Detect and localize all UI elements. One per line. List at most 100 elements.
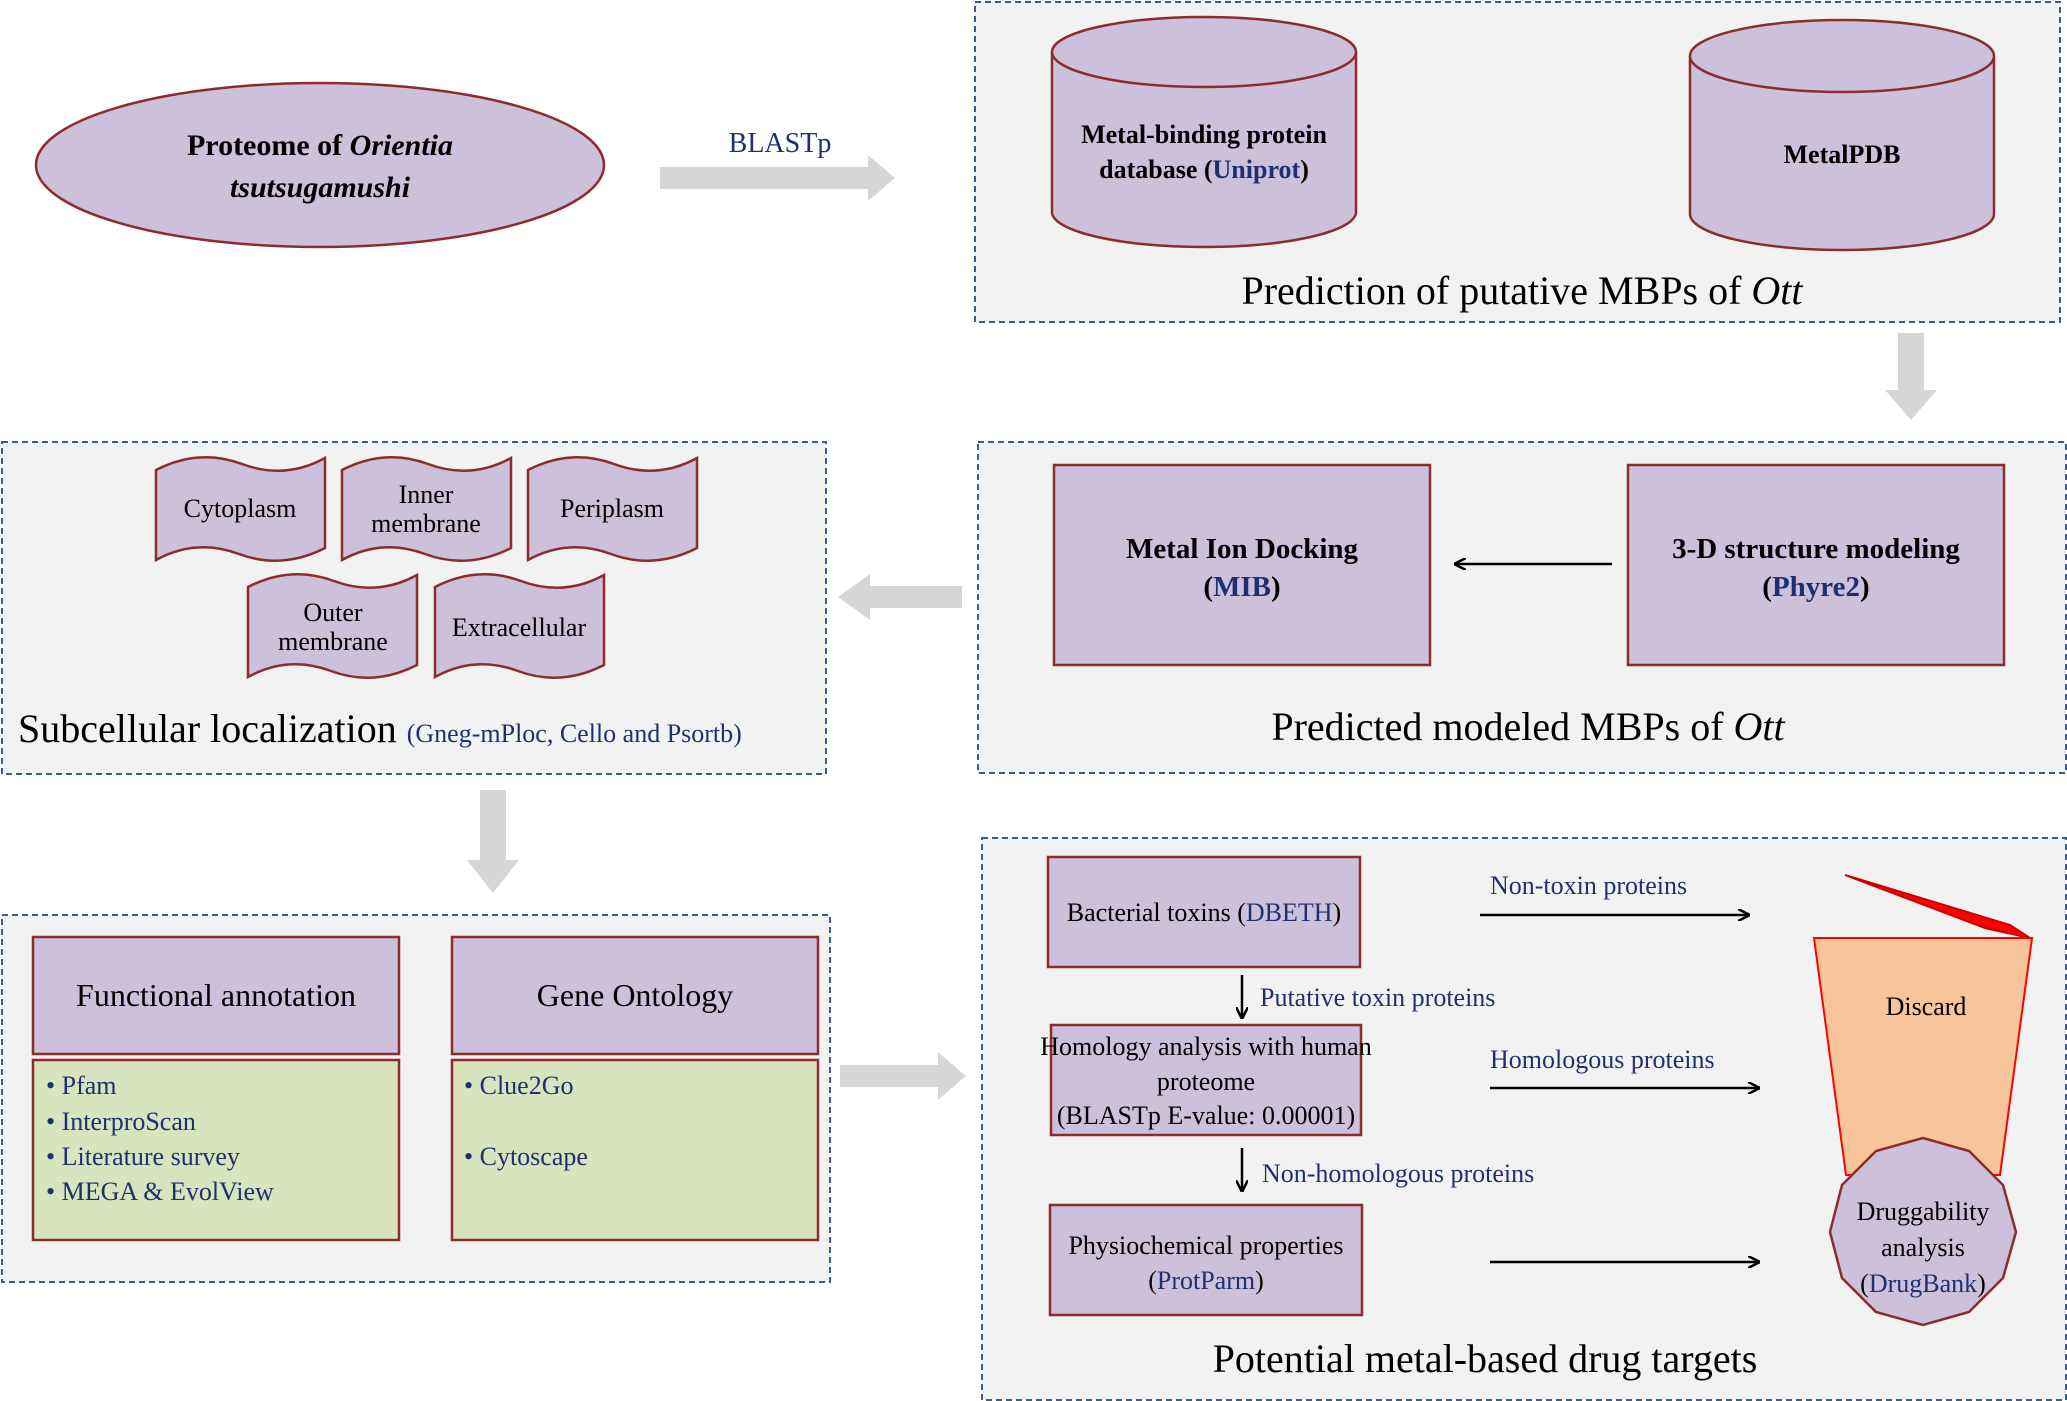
gray-arrow-right-2-icon (840, 1052, 966, 1100)
database-cylinder-metalpdb: MetalPDB (1688, 18, 1996, 252)
modeling-caption-italic: Ott (1734, 704, 1786, 749)
database-cylinder-uniprot: Metal-binding protein database (Uniprot) (1050, 15, 1358, 249)
db1-line2-prefix: database ( (1099, 155, 1212, 184)
docking-paren-close: ) (1271, 571, 1281, 603)
functional-tool-3: • Literature survey (46, 1142, 240, 1171)
discard-bin: Discard (1812, 874, 2034, 1176)
svg-text:database (Uniprot): database (Uniprot) (1099, 155, 1309, 184)
location-outer-label-2: membrane (278, 627, 388, 656)
location-inner-membrane (340, 455, 513, 563)
discard-label: Discard (1886, 992, 1967, 1021)
targets-caption: Potential metal-based drug targets (1213, 1336, 1758, 1381)
proteome-italic-2: tsutsugamushi (230, 171, 411, 204)
physio-paren-close: ) (1255, 1266, 1264, 1295)
svg-text:(Phyre2): (Phyre2) (1762, 571, 1869, 603)
gray-arrow-down-left-icon (467, 790, 519, 893)
annotation-panel: Functional annotation • Pfam • InterproS… (1, 914, 831, 1283)
db1-line2-suffix: ) (1300, 155, 1309, 184)
go-tool-1: • Clue2Go (464, 1071, 574, 1100)
homology-box: Homology analysis with human proteome (B… (1040, 1023, 1372, 1137)
location-inner-label-2: membrane (371, 509, 481, 538)
targets-panel: Bacterial toxins (DBETH) Non-toxin prote… (981, 837, 2067, 1401)
docking-tool: MIB (1213, 571, 1271, 603)
svg-text:Prediction of putative MBPs of: Prediction of putative MBPs of Ott (1241, 268, 1803, 313)
druggability-node: Druggability analysis (DrugBank) (1828, 1136, 2018, 1327)
homology-line1: Homology analysis with human (1040, 1032, 1371, 1061)
structure-paren-open: ( (1762, 571, 1772, 603)
localization-caption: Subcellular localization (18, 706, 397, 751)
svg-text:Subcellular localization(Gneg-: Subcellular localization (Gneg-mPloc, Cel… (18, 706, 742, 751)
prediction-caption-italic: Ott (1751, 268, 1803, 313)
location-outer-membrane (246, 572, 419, 680)
location-periplasm-label: Periplasm (560, 494, 664, 523)
docking-title: Metal Ion Docking (1126, 533, 1359, 565)
location-inner-label: Inner (399, 480, 454, 509)
toxins-tool: DBETH (1246, 898, 1333, 927)
homologous-label: Homologous proteins (1490, 1045, 1715, 1074)
svg-text:(ProtParm): (ProtParm) (1148, 1266, 1264, 1295)
proteome-italic-1: Orientia (350, 129, 453, 162)
location-outer-label: Outer (303, 598, 363, 627)
go-tool-2: • Cytoscape (464, 1142, 588, 1171)
drug-paren-close: ) (1977, 1269, 1986, 1298)
toxins-box: Bacterial toxins (DBETH) (1046, 855, 1362, 969)
location-extracellular (433, 572, 606, 680)
non-homologous-label: Non-homologous proteins (1262, 1159, 1534, 1188)
putative-toxin-label: Putative toxin proteins (1260, 983, 1495, 1012)
drug-tool: DrugBank (1869, 1269, 1977, 1298)
db1-line1: Metal-binding protein (1081, 120, 1327, 149)
svg-text:Proteome of Orientia: Proteome of Orientia (187, 129, 453, 162)
physio-line1: Physiochemical properties (1068, 1231, 1343, 1260)
blast-label: BLASTp (729, 128, 832, 159)
toxins-suffix: ) (1333, 898, 1342, 927)
proteome-node: Proteome of Orientia tsutsugamushi (34, 81, 606, 249)
modeling-caption: Predicted modeled MBPs of (1271, 704, 1733, 749)
gray-arrow-left-icon (838, 574, 962, 620)
blast-arrow: BLASTp (660, 128, 895, 201)
go-title: Gene Ontology (537, 977, 733, 1013)
bin-body-icon (1812, 937, 2034, 1176)
homology-line2: proteome (1157, 1067, 1255, 1096)
location-cytoplasm (154, 455, 327, 563)
homology-line3: (BLASTp E-value: 0.00001) (1057, 1101, 1355, 1130)
svg-text:(MIB): (MIB) (1203, 571, 1280, 603)
db2-label: MetalPDB (1784, 140, 1901, 169)
functional-tool-1: • Pfam (46, 1071, 117, 1100)
structure-tool: Phyre2 (1772, 571, 1860, 603)
physio-paren-open: ( (1148, 1266, 1157, 1295)
functional-title: Functional annotation (76, 977, 356, 1013)
drug-line1: Druggability (1857, 1197, 1990, 1226)
location-cytoplasm-label: Cytoplasm (184, 494, 297, 523)
physiochemical-box: Physiochemical properties (ProtParm) (1048, 1203, 1364, 1317)
svg-text:Bacterial toxins (DBETH): Bacterial toxins (DBETH) (1067, 898, 1341, 927)
structure-modeling-box: 3-D structure modeling (Phyre2) (1626, 463, 2006, 667)
location-periplasm (526, 455, 699, 563)
svg-text:Predicted modeled MBPs of Ott: Predicted modeled MBPs of Ott (1271, 704, 1785, 749)
non-toxin-label: Non-toxin proteins (1490, 871, 1687, 900)
gene-ontology-box: Gene Ontology • Clue2Go • Cytoscape (450, 935, 820, 1242)
prediction-caption: Prediction of putative MBPs of (1241, 268, 1751, 313)
gray-arrow-right-icon (660, 155, 895, 201)
docking-paren-open: ( (1203, 571, 1213, 603)
localization-panel: Cytoplasm Inner membrane Periplasm Outer… (1, 441, 827, 775)
structure-paren-close: ) (1860, 571, 1870, 603)
docking-box: Metal Ion Docking (MIB) (1052, 463, 1432, 667)
drug-paren-open: ( (1860, 1269, 1869, 1298)
localization-tools: (Gneg-mPloc, Cello and Psortb) (407, 719, 742, 748)
toxins-prefix: Bacterial toxins ( (1067, 898, 1246, 927)
svg-text:(DrugBank): (DrugBank) (1860, 1269, 1986, 1298)
prediction-panel: Metal-binding protein database (Uniprot)… (974, 1, 2061, 323)
functional-annotation-box: Functional annotation • Pfam • InterproS… (31, 935, 401, 1242)
functional-tool-2: • InterproScan (46, 1107, 196, 1136)
drug-line2: analysis (1881, 1233, 1965, 1262)
db1-link: Uniprot (1213, 155, 1301, 184)
functional-tool-4: • MEGA & EvolView (46, 1177, 274, 1206)
location-extracellular-label: Extracellular (452, 613, 587, 642)
gray-arrow-down-icon (1885, 333, 1937, 420)
proteome-prefix: Proteome of (187, 129, 350, 162)
modeling-panel: Metal Ion Docking (MIB) 3-D structure mo… (977, 441, 2067, 774)
structure-title: 3-D structure modeling (1672, 533, 1960, 565)
physio-tool: ProtParm (1157, 1266, 1255, 1295)
